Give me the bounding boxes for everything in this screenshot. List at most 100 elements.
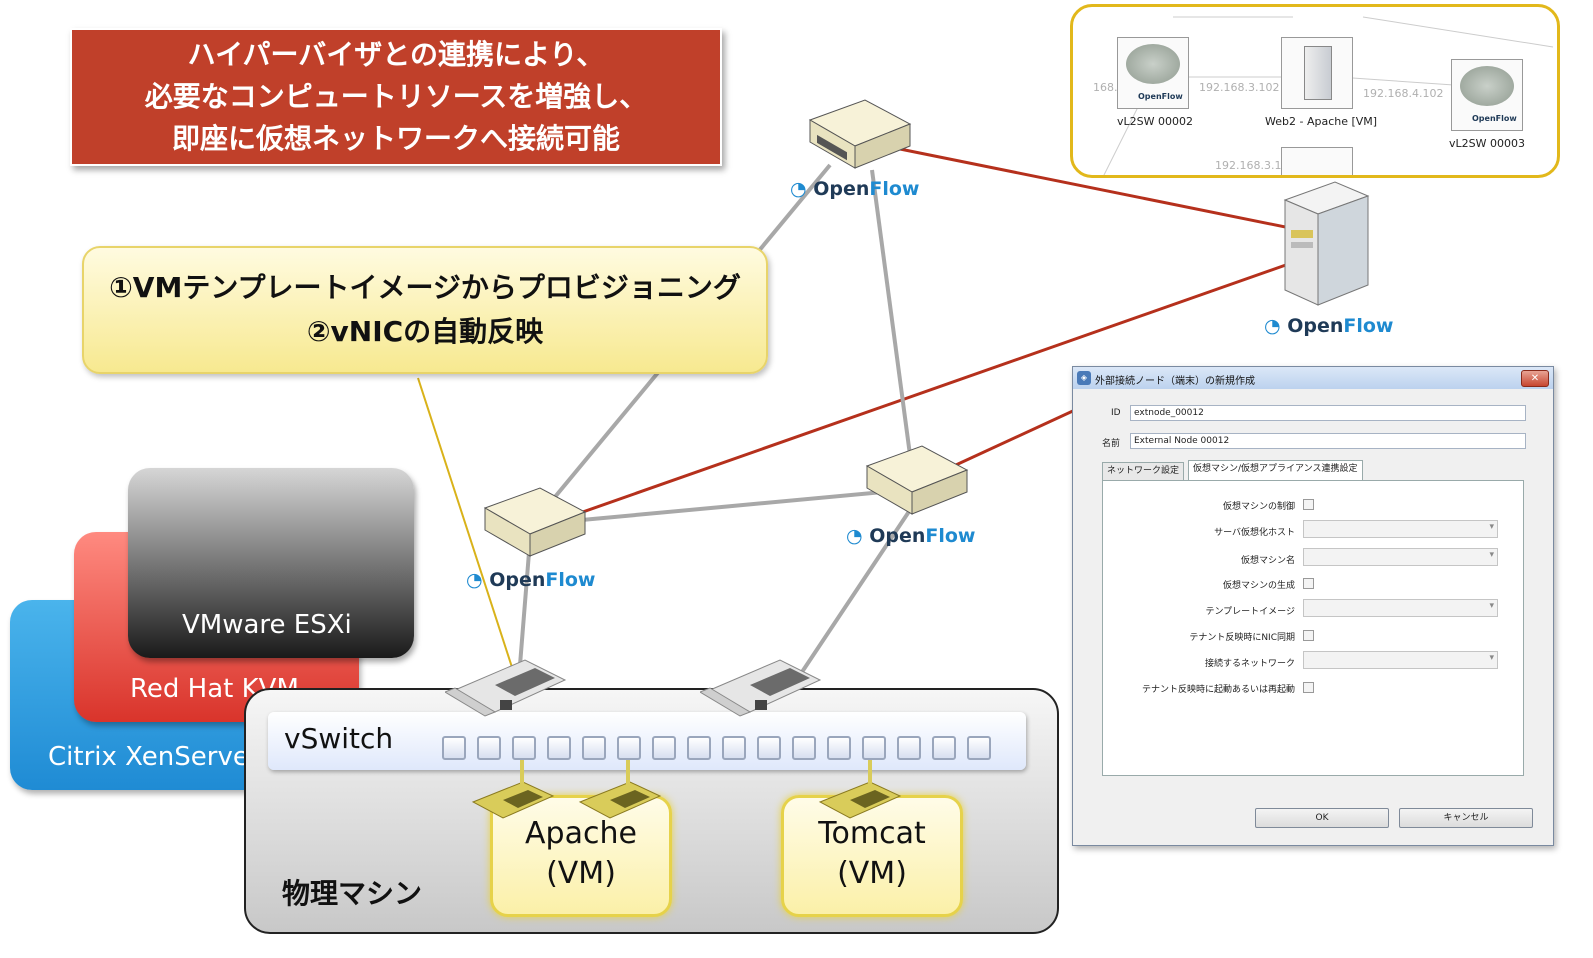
ok-button[interactable]: OK (1255, 808, 1389, 828)
dialog-row-label: 仮想マシンの生成 (1222, 581, 1295, 591)
vmware-esxi-label: VMware ESXi (182, 610, 352, 640)
vl2sw-00002-label: vL2SW 00002 (1117, 115, 1193, 128)
tomcat-vm-type: (VM) (837, 856, 907, 891)
text-field[interactable] (1303, 548, 1498, 566)
vl2sw-00003-label: vL2SW 00003 (1449, 137, 1525, 150)
openflow-logo-text: Open (489, 569, 546, 591)
app-icon: ◈ (1077, 371, 1091, 385)
dialog-row-label: テナント反映時にNIC同期 (1189, 633, 1295, 643)
steps-note: ①VMテンプレートイメージからプロビジョニング ②vNICの自動反映 (82, 246, 768, 374)
tab-network-settings[interactable]: ネットワーク設定 (1102, 462, 1185, 480)
link-top-switch-server (894, 146, 1311, 234)
checkbox[interactable] (1303, 578, 1314, 589)
virtual-nic-icon (578, 781, 662, 819)
vswitch-port (827, 736, 851, 760)
openflow-badge: OpenFlow (1472, 114, 1517, 123)
openflow-logo: ◔ OpenFlow (1264, 315, 1394, 337)
step-1-text: ①VMテンプレートイメージからプロビジョニング (109, 271, 741, 304)
banner-line-2: 必要なコンピュートリソースを増強し、 (144, 80, 648, 113)
title-banner: ハイパーバイザとの連携により、 必要なコンピュートリソースを増強し、 即座に仮想… (70, 28, 722, 166)
router-icon (1126, 44, 1180, 84)
cancel-button[interactable]: キャンセル (1399, 808, 1533, 828)
vswitch-port (897, 736, 921, 760)
openflow-logo: ◔ OpenFlow (790, 178, 920, 200)
openflow-logo-text: Open (869, 525, 926, 547)
openflow-logo: ◔ OpenFlow (846, 525, 976, 547)
dialog-title: 外部接続ノード（端末）の新規作成 (1095, 376, 1255, 387)
banner-line-3: 即座に仮想ネットワークへ接続可能 (171, 122, 620, 155)
tab-vm-integration[interactable]: 仮想マシン/仮想アプライアンス連携設定 (1188, 460, 1363, 480)
openflow-switch-icon (808, 99, 912, 169)
physical-machine-label: 物理マシン (282, 877, 423, 910)
dialog-row-label: テナント反映時に起動あるいは再起動 (1141, 685, 1295, 695)
link-right-switch-nic (788, 493, 922, 692)
checkbox[interactable] (1303, 499, 1314, 510)
router-icon (1460, 66, 1514, 106)
link-left-right-switch (559, 488, 906, 524)
checkbox[interactable] (1303, 682, 1314, 693)
dialog-title-bar[interactable]: ◈ 外部接続ノード（端末）の新規作成 ✕ (1073, 367, 1553, 389)
dialog-row-label: サーバ仮想化ホスト (1214, 528, 1295, 538)
vl2sw-00002-node[interactable]: OpenFlow (1117, 37, 1189, 109)
vswitch-port (862, 736, 886, 760)
link-right-switch-dialog (944, 408, 1076, 472)
openflow-logo-suffix: Flow (1343, 315, 1394, 337)
openflow-logo-text: Open (1287, 315, 1344, 337)
vmware-esxi-card: VMware ESXi (128, 468, 414, 658)
virtual-nic-icon (471, 781, 555, 819)
openflow-logo-icon: ◔ (790, 178, 807, 200)
vswitch-port (932, 736, 956, 760)
server-icon (1304, 46, 1332, 100)
dialog-row-label: 接続するネットワーク (1204, 659, 1295, 669)
vswitch-port (582, 736, 606, 760)
vswitch-port (722, 736, 746, 760)
id-label: ID (1111, 408, 1121, 418)
openflow-switch-icon (483, 487, 587, 557)
physical-nic-icon (700, 659, 822, 717)
openflow-logo-text: Open (813, 178, 870, 200)
vswitch-port (757, 736, 781, 760)
checkbox[interactable] (1303, 630, 1314, 641)
vswitch-port (477, 736, 501, 760)
ip-label: 168. (1093, 81, 1118, 94)
close-icon[interactable]: ✕ (1521, 370, 1549, 387)
link-top-right-switch (870, 169, 914, 471)
openflow-logo-icon: ◔ (466, 569, 483, 591)
name-field[interactable]: External Node 00012 (1130, 433, 1526, 449)
vswitch-port (512, 736, 536, 760)
dropdown[interactable] (1303, 520, 1498, 538)
banner-line-1: ハイパーバイザとの連携により、 (187, 38, 605, 71)
name-label: 名前 (1102, 439, 1121, 449)
dropdown[interactable] (1303, 599, 1498, 617)
openflow-logo-suffix: Flow (869, 178, 920, 200)
vswitch-port (617, 736, 641, 760)
vswitch-port (547, 736, 571, 760)
dropdown[interactable] (1303, 651, 1498, 669)
id-field[interactable]: extnode_00012 (1130, 405, 1526, 421)
ip-label: 192.168.3.102 (1215, 159, 1296, 172)
citrix-xenserver-label: Citrix XenServer (48, 742, 260, 772)
dialog-row-label: 仮想マシンの制御 (1222, 502, 1295, 512)
apache-vm-box: Apache (VM) (490, 795, 672, 917)
openflow-logo: ◔ OpenFlow (466, 569, 596, 591)
network-view-panel: OpenFlow vL2SW 00002 Web2 - Apache [VM] … (1070, 4, 1560, 178)
tomcat-vm-name: Tomcat (818, 816, 926, 851)
vl2sw-00003-node[interactable]: OpenFlow (1451, 59, 1523, 131)
apache-vm-name: Apache (525, 816, 637, 851)
openflow-logo-suffix: Flow (925, 525, 976, 547)
vswitch-port (442, 736, 466, 760)
vswitch-port (652, 736, 676, 760)
tomcat-vm-box: Tomcat (VM) (781, 795, 963, 917)
web2-apache-node[interactable] (1281, 37, 1353, 109)
openflow-badge: OpenFlow (1138, 92, 1183, 101)
web2-apache-label: Web2 - Apache [VM] (1265, 115, 1378, 128)
virtual-nic-icon (818, 781, 902, 819)
ip-label: 192.168.3.102 (1199, 81, 1280, 94)
ip-label: 192.168.4.102 (1363, 87, 1444, 100)
vswitch-port (967, 736, 991, 760)
partial-node[interactable] (1281, 147, 1353, 175)
vswitch-port (687, 736, 711, 760)
openflow-controller-server-icon (1283, 181, 1370, 306)
